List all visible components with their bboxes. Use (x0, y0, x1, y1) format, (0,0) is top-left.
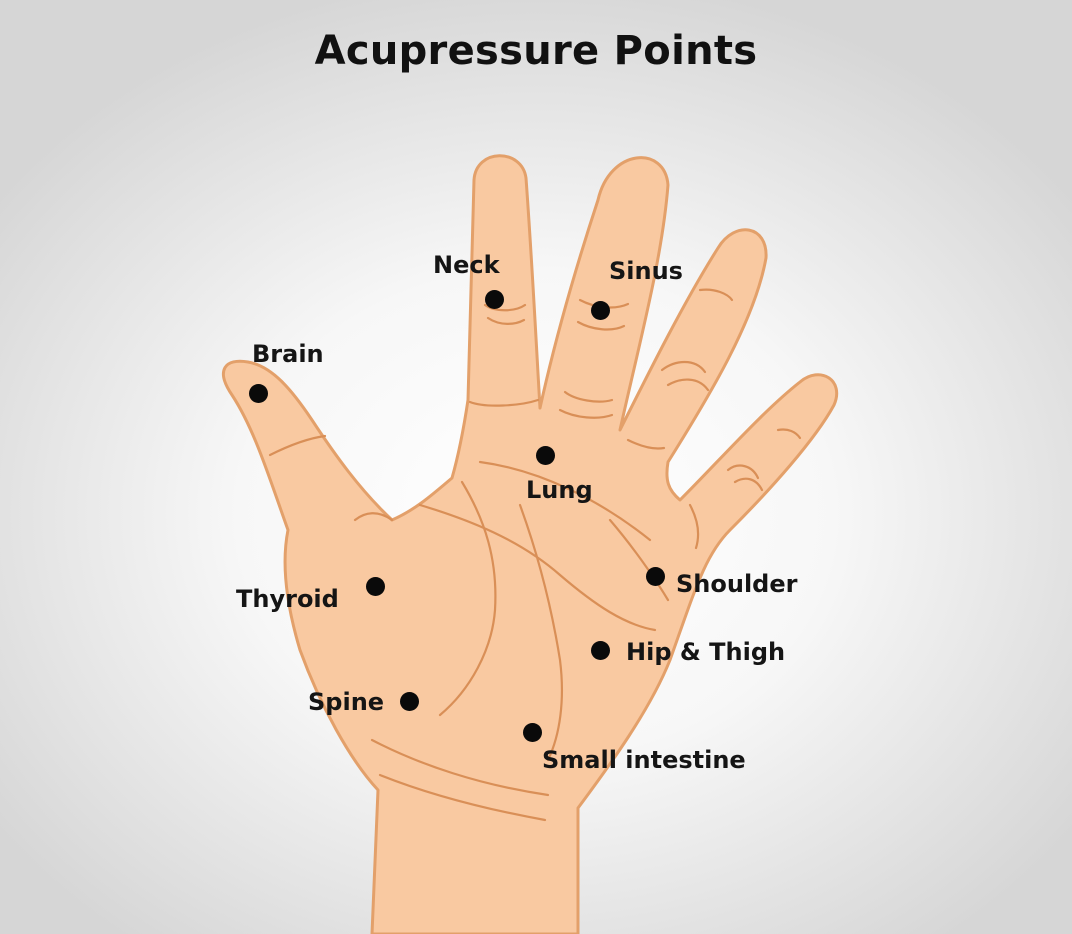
small-intestine-point[interactable] (522, 722, 542, 742)
lung-label: Lung (526, 476, 593, 504)
hand-creases (268, 288, 802, 822)
neck-point[interactable] (484, 289, 504, 309)
shoulder-point[interactable] (645, 566, 665, 586)
sinus-point[interactable] (590, 300, 610, 320)
spine-label: Spine (308, 688, 385, 716)
hand-outline (221, 154, 839, 934)
hand-shape (221, 154, 839, 934)
brain-label: Brain (252, 340, 324, 368)
brain-point[interactable] (248, 383, 268, 403)
page-title: Acupressure Points (314, 28, 758, 74)
thyroid-point[interactable] (365, 576, 385, 596)
spine-point[interactable] (399, 691, 419, 711)
thyroid-label: Thyroid (236, 585, 339, 613)
lung-point[interactable] (535, 445, 555, 465)
hip-thigh-label: Hip & Thigh (626, 638, 786, 666)
hip-thigh-point[interactable] (590, 640, 610, 660)
neck-label: Neck (433, 251, 500, 279)
shoulder-label: Shoulder (676, 570, 798, 598)
small-intestine-label: Small intestine (542, 746, 746, 774)
sinus-label: Sinus (609, 257, 683, 285)
